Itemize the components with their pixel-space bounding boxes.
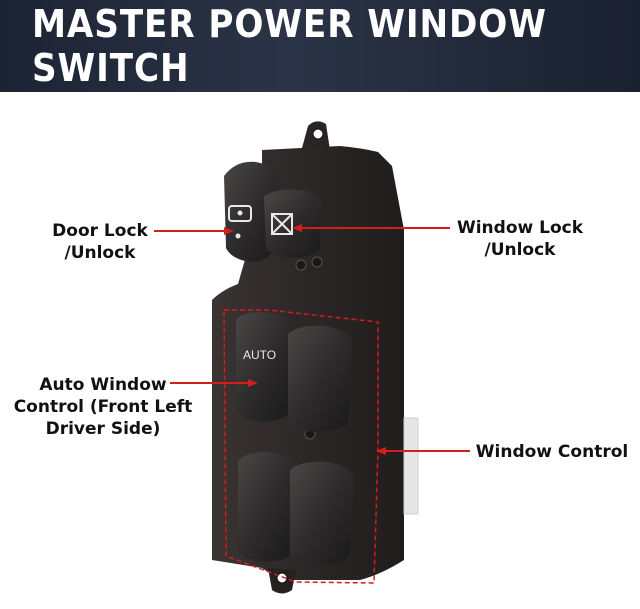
door-lock-icon xyxy=(228,205,252,222)
screw-hole xyxy=(311,256,323,268)
side-connector xyxy=(403,417,419,515)
window-switch-highlight-box xyxy=(223,309,379,584)
callout-window-lock-line xyxy=(292,224,450,232)
callout-window-control: Window Control xyxy=(475,442,629,462)
callout-window-control-line xyxy=(376,447,470,455)
auto-label: AUTO xyxy=(243,348,276,362)
title-banner: MASTER POWER WINDOW SWITCH xyxy=(0,0,640,92)
rear-right-window-switch xyxy=(290,461,354,566)
callout-door-lock: Door Lock /Unlock xyxy=(52,221,148,263)
auto-window-switch: AUTO xyxy=(236,312,292,422)
window-lock-icon xyxy=(271,213,293,235)
callout-window-lock: Window Lock /Unlock xyxy=(456,218,584,260)
callout-door-lock-line xyxy=(154,227,234,235)
callout-auto-window: Auto Window Control (Front Left Driver S… xyxy=(13,375,193,439)
rear-left-window-switch xyxy=(238,452,296,562)
front-right-window-switch xyxy=(288,325,352,432)
door-lock-led xyxy=(235,233,241,239)
screw-hole xyxy=(295,259,307,271)
banner-title: MASTER POWER WINDOW SWITCH xyxy=(32,2,547,90)
top-mounting-tab xyxy=(302,121,330,150)
window-lock-button xyxy=(264,189,322,258)
callout-auto-window-line xyxy=(170,379,258,387)
